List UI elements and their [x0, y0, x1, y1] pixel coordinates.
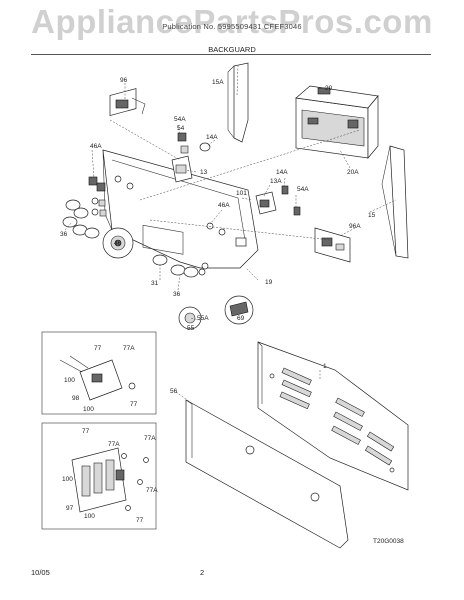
- inset2-callout-77a-a: 77A: [108, 441, 120, 448]
- callout-20: 20: [325, 85, 333, 92]
- inset2-callout-77b: 77: [136, 517, 144, 524]
- callout-55a: 55A: [197, 315, 209, 322]
- inset2-callout-77: 77: [82, 428, 90, 435]
- callout-15: 15: [368, 212, 376, 219]
- callout-1: 1: [323, 363, 327, 370]
- inset2-callout-100b: 100: [84, 513, 95, 520]
- callout-54a-top: 54A: [174, 116, 186, 123]
- control-panel-19: [102, 149, 259, 269]
- section-title: BACKGUARD: [208, 45, 256, 54]
- callout-labels: 96 15A 20 54A 54 14A 46A 13 20A 13A 14A …: [60, 77, 404, 545]
- center-knobs-31-36: [152, 254, 209, 278]
- callout-101: 101: [236, 190, 247, 197]
- callout-15a: 15A: [212, 79, 224, 86]
- bracket-15a: [227, 62, 249, 143]
- inset1-callout-77: 77: [94, 345, 102, 352]
- callout-20a: 20A: [347, 169, 359, 176]
- electronic-control-20: [295, 85, 379, 159]
- callout-13: 13: [200, 169, 208, 176]
- rear-panel-1: [257, 341, 409, 491]
- left-knobs-36: [62, 199, 100, 239]
- callout-14a-right: 14A: [276, 169, 288, 176]
- callout-36-left: 36: [60, 231, 68, 238]
- switch-46-detail: [102, 227, 134, 259]
- footer-page-number: 2: [200, 568, 205, 577]
- inset1-callout-77b: 77: [130, 401, 138, 408]
- relay-13a: [255, 191, 277, 215]
- inset2-callout-97: 97: [66, 505, 74, 512]
- inset2-callout-100a: 100: [62, 476, 73, 483]
- callout-46: 46: [114, 240, 122, 247]
- inset2-callout-77a-c: 77A: [146, 487, 158, 494]
- callout-13a: 13A: [270, 178, 282, 185]
- callout-54a-right: 54A: [297, 186, 309, 193]
- board-96a: [314, 227, 351, 263]
- grommet-69: [224, 295, 254, 325]
- inset1-callout-100a: 100: [64, 377, 75, 384]
- clips-14a-54a-right: [281, 185, 301, 216]
- callout-36-mid: 36: [173, 291, 181, 298]
- footer-date: 10/05: [31, 568, 50, 577]
- trim-56: [185, 399, 349, 549]
- callout-46a-left: 46A: [90, 143, 102, 150]
- inset1-callout-100b: 100: [83, 406, 94, 413]
- callout-56: 56: [170, 388, 178, 395]
- callout-96a: 96A: [349, 223, 361, 230]
- leader-lines: [64, 65, 397, 403]
- callout-19: 19: [265, 279, 273, 286]
- left-switches-46a: [88, 176, 107, 217]
- callout-69: 69: [237, 315, 245, 322]
- inset2-callout-77a-b: 77A: [144, 435, 156, 442]
- drawing-code: T20G0038: [373, 538, 404, 545]
- bracket-15: [381, 145, 409, 259]
- relay-13: [171, 155, 193, 183]
- callout-14a-top: 14A: [206, 134, 218, 141]
- callout-96: 96: [120, 77, 128, 84]
- callout-46a-mid: 46A: [218, 202, 230, 209]
- callout-54: 54: [177, 125, 185, 132]
- publication-subtitle: Publication No. 5995509431 CFEF3046: [162, 22, 302, 31]
- inset-harness-98: [41, 331, 157, 415]
- callout-55: 55: [187, 325, 195, 332]
- inset-board-97: [41, 422, 157, 530]
- washer-55: [178, 306, 202, 330]
- inset1-callout-77a: 77A: [123, 345, 135, 352]
- inset1-callout-98: 98: [72, 395, 80, 402]
- header-rule: [31, 54, 431, 55]
- panel-knob-holes: [114, 175, 226, 236]
- callout-31: 31: [151, 280, 159, 287]
- clips-54-14a: [177, 132, 211, 154]
- module-96: [109, 88, 146, 116]
